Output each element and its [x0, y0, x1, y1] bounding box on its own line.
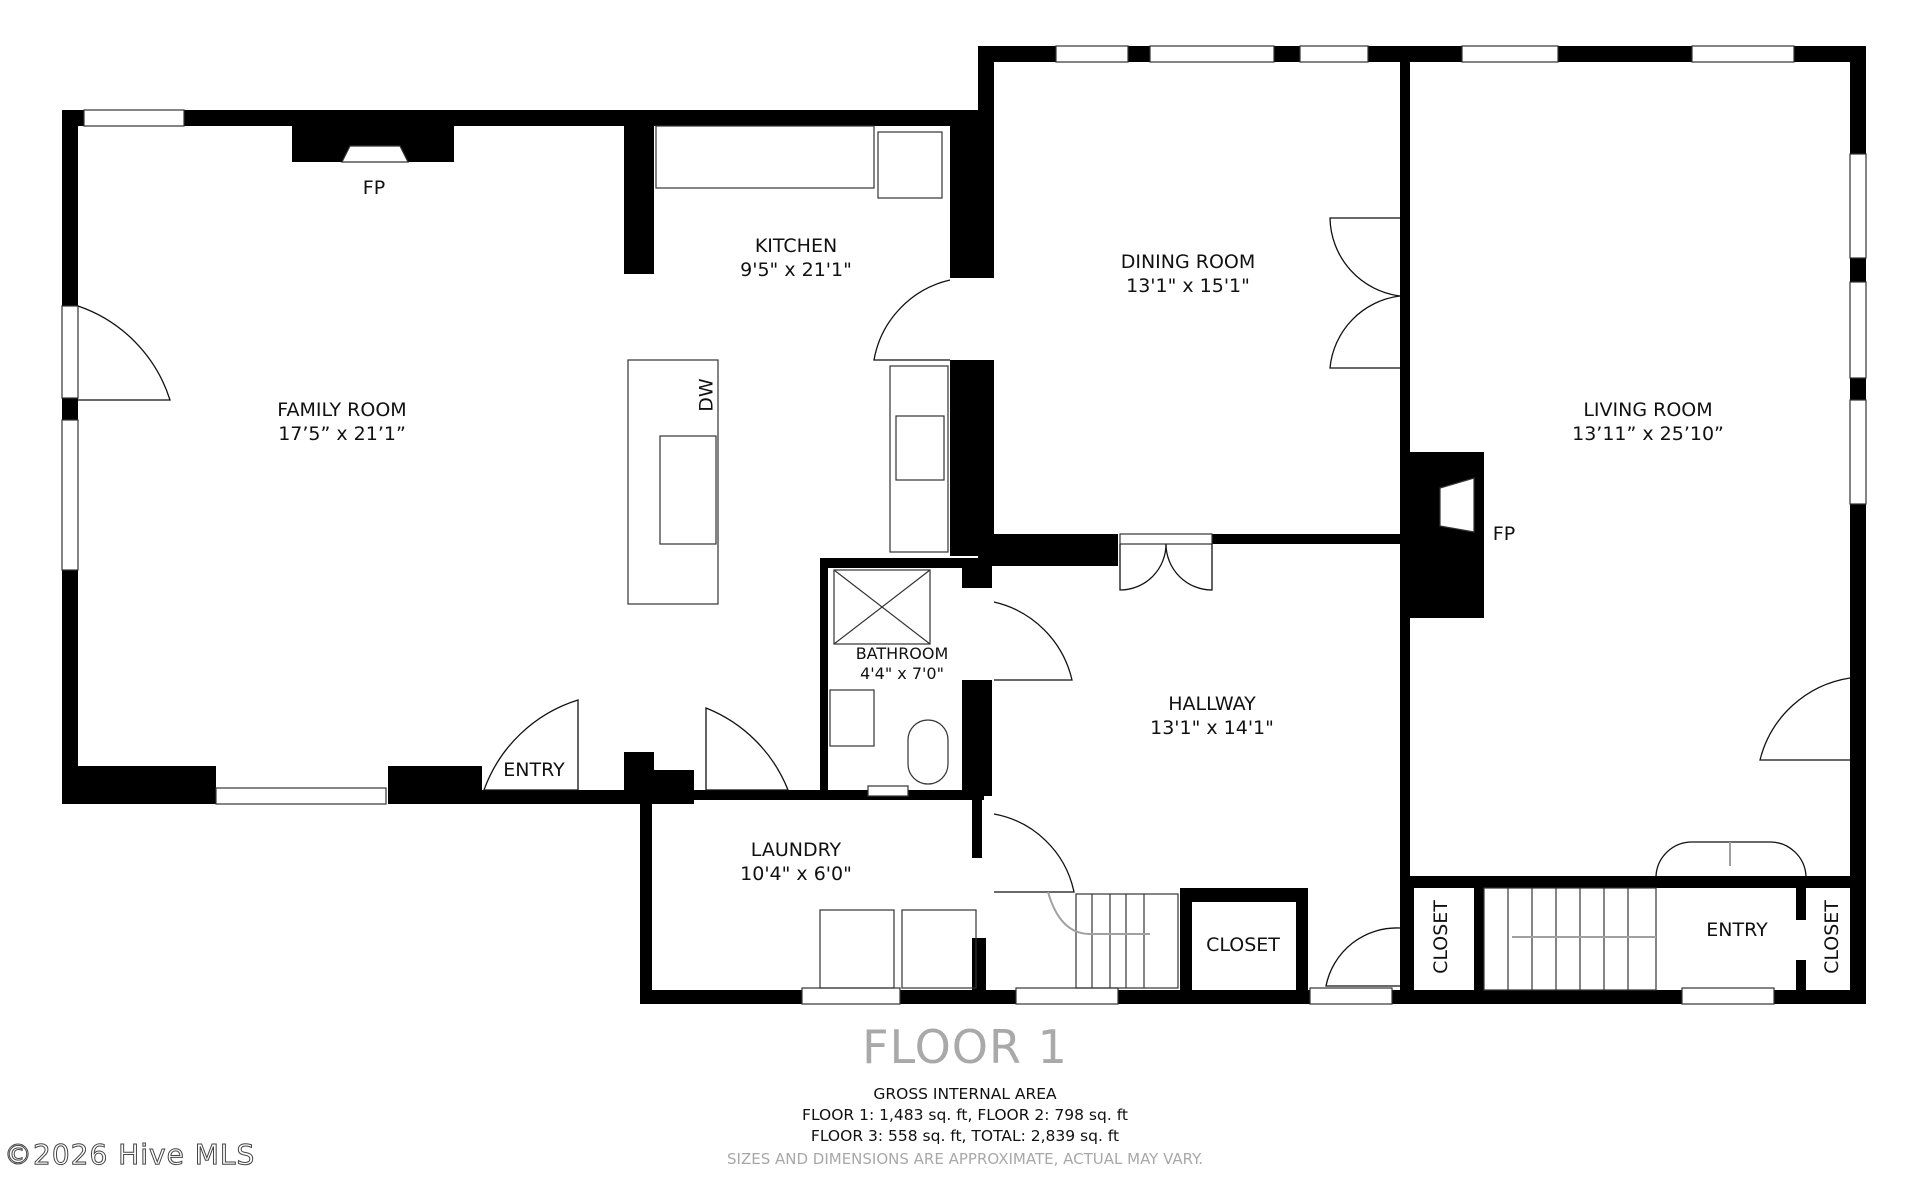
room-label-living-room: LIVING ROOM 13’11” x 25’10” — [1572, 398, 1724, 446]
fireplace-label-family: FP — [362, 177, 386, 199]
room-dimensions: 4'4" x 7'0" — [860, 664, 944, 683]
room-dimensions: 10'4" x 6'0" — [740, 863, 852, 885]
room-name: BATHROOM — [855, 644, 949, 663]
fireplace-label-living: FP — [1492, 523, 1516, 545]
room-name: LIVING ROOM — [1583, 399, 1713, 421]
room-name: HALLWAY — [1168, 693, 1256, 715]
room-dimensions: 17’5” x 21’1” — [278, 423, 406, 445]
room-label-hallway: HALLWAY 13'1" x 14'1" — [1150, 692, 1274, 740]
room-label-laundry: LAUNDRY 10'4" x 6'0" — [740, 838, 852, 886]
walls — [62, 46, 1866, 1004]
watermark: ©2026 Hive MLS — [3, 1138, 256, 1172]
room-label-bathroom: BATHROOM 4'4" x 7'0" — [856, 644, 949, 684]
room-name: FAMILY ROOM — [277, 399, 407, 421]
room-label-kitchen: KITCHEN 9'5" x 21'1" — [740, 234, 852, 282]
room-name: KITCHEN — [754, 235, 838, 257]
closet-label-right: CLOSET — [1820, 900, 1843, 974]
disclaimer: SIZES AND DIMENSIONS ARE APPROXIMATE, AC… — [726, 1150, 1204, 1168]
fixtures — [341, 125, 1657, 991]
doors — [77, 217, 1851, 987]
area-line-2: FLOOR 3: 558 sq. ft, TOTAL: 2,839 sq. ft — [810, 1127, 1120, 1145]
room-label-dining-room: DINING ROOM 13'1" x 15'1" — [1121, 250, 1256, 298]
dishwasher-label: DW — [695, 378, 718, 412]
room-name: DINING ROOM — [1120, 251, 1256, 273]
room-dimensions: 13'1" x 14'1" — [1150, 717, 1274, 739]
gross-internal-area: GROSS INTERNAL AREA FLOOR 1: 1,483 sq. f… — [802, 1084, 1128, 1147]
area-line-1: FLOOR 1: 1,483 sq. ft, FLOOR 2: 798 sq. … — [802, 1106, 1128, 1124]
windows — [61, 45, 1867, 1005]
stair-arrows — [1047, 842, 1731, 938]
room-dimensions: 9'5" x 21'1" — [740, 259, 852, 281]
room-dimensions: 13'1" x 15'1" — [1126, 275, 1250, 297]
room-label-family-room: FAMILY ROOM 17’5” x 21’1” — [277, 398, 406, 446]
entry-label-family: ENTRY — [503, 759, 565, 781]
area-heading: GROSS INTERNAL AREA — [873, 1085, 1057, 1103]
entry-label-front: ENTRY — [1706, 919, 1768, 941]
closet-label-hall: CLOSET — [1206, 934, 1280, 956]
floor-title: FLOOR 1 — [862, 1020, 1068, 1074]
closet-label-left: CLOSET — [1429, 900, 1452, 974]
room-dimensions: 13’11” x 25’10” — [1572, 423, 1724, 445]
room-name: LAUNDRY — [750, 839, 842, 861]
